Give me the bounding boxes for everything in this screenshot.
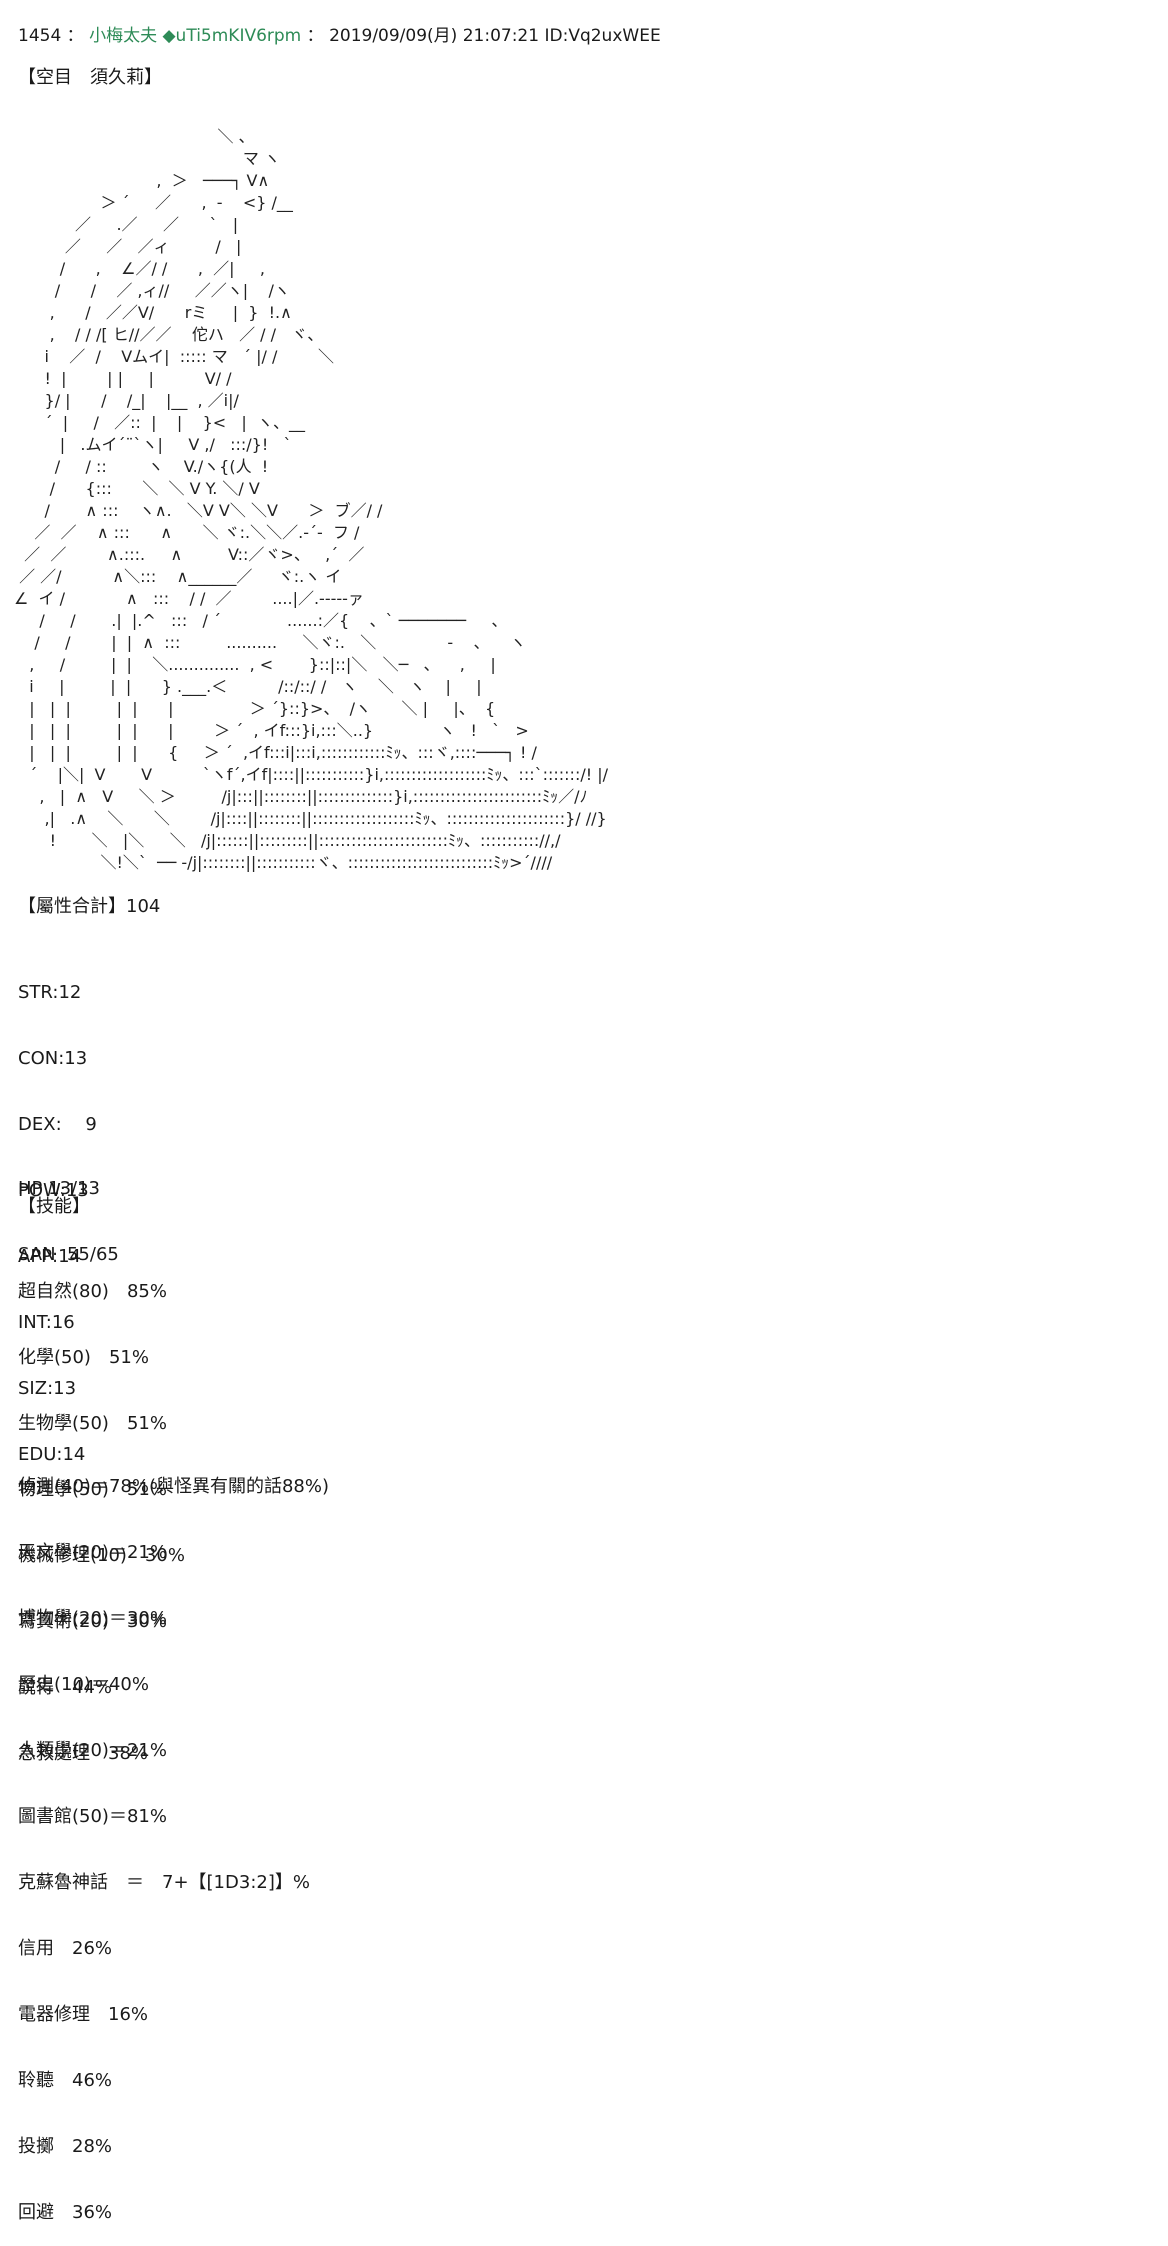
post-header: 1454 ： 小梅太夫 ◆uTi5mKIV6rpm ： 2019/09/09(月… [18,24,661,48]
stat-edu: EDU:14 [18,1444,86,1465]
skill-item: 人類學(20)＝21% [18,1740,167,1761]
stat-app: APP:14 [18,1246,81,1267]
attributes-title: 【屬性合計】104 [18,896,161,917]
character-title: 【空目 須久莉】 [18,67,162,88]
san-value: SAN 55/65 [18,1244,119,1265]
stat-dex: DEX: 9 [18,1114,97,1135]
skill-item: 生物學(50) 51% [18,1413,167,1434]
skill-item: 回避 36% [18,2202,113,2223]
header-separator: ： [66,26,84,46]
skill-item: 偵測(40)＝78%(與怪異有關的話88%) [18,1476,330,1497]
skill-item: 急救處理 38% [18,1743,149,1764]
skill-item: 投擲 28% [18,2136,113,2157]
post-datetime: 2019/09/09(月) 21:07:21 [329,26,540,46]
post-id[interactable]: ID:Vq2uxWEE [544,26,661,46]
skill-item: 電器修理 16% [18,2004,149,2025]
stat-int: INT:16 [18,1312,75,1333]
poster-trip: ◆uTi5mKIV6rpm [162,26,302,46]
skills-list-2: 偵測(40)＝78%(與怪異有關的話88%) 天文學(20)＝21% 博物學(2… [18,1432,329,2246]
stat-pow: POW:13 [18,1180,89,1201]
skill-item: 天文學(20)＝21% [18,1542,167,1563]
skill-item: 寫真術(20) 30% [18,1611,167,1632]
stats-list: STR:12 CON:13 DEX: 9 POW:13 APP:14 INT:1… [18,938,97,1488]
skill-item: 說得 44% [18,1677,113,1698]
skill-item: 物理學(50) 51% [18,1479,167,1500]
hp-san: HP 13/13 SAN 55/65 [18,1134,119,1288]
skill-item: 信用 26% [18,1938,113,1959]
skill-item: 化學(50) 51% [18,1347,149,1368]
stat-con: CON:13 [18,1048,88,1069]
skills-list-1: 超自然(80) 85% 化學(50) 51% 生物學(50) 51% 物理學(5… [18,1237,185,1787]
post-number: 1454 [18,26,62,46]
skill-item: 機械修理(10) 30% [18,1545,185,1566]
stat-siz: SIZ:13 [18,1378,77,1399]
skill-item: 克蘇魯神話 ＝ 7+【[1D3:2]】% [18,1872,310,1893]
header-separator-2: ： [306,26,324,46]
stat-str: STR:12 [18,982,82,1003]
skills-title: 【技能】 [18,1196,90,1217]
skill-item: 歷史(10)＝40% [18,1674,149,1695]
poster-name[interactable]: 小梅太夫 [89,26,158,46]
ascii-art-illustration: ＼ 、 マ ヽ , ＞ ───┐ V∧ ＞ ´ ／ , - <} /__ ／ .… [14,127,609,872]
skill-item: 博物學(20)＝30% [18,1608,167,1629]
skill-item: 聆聽 46% [18,2070,113,2091]
skill-item: 超自然(80) 85% [18,1281,167,1302]
skill-item: 圖書館(50)＝81% [18,1806,167,1827]
hp-value: HP 13/13 [18,1178,100,1199]
